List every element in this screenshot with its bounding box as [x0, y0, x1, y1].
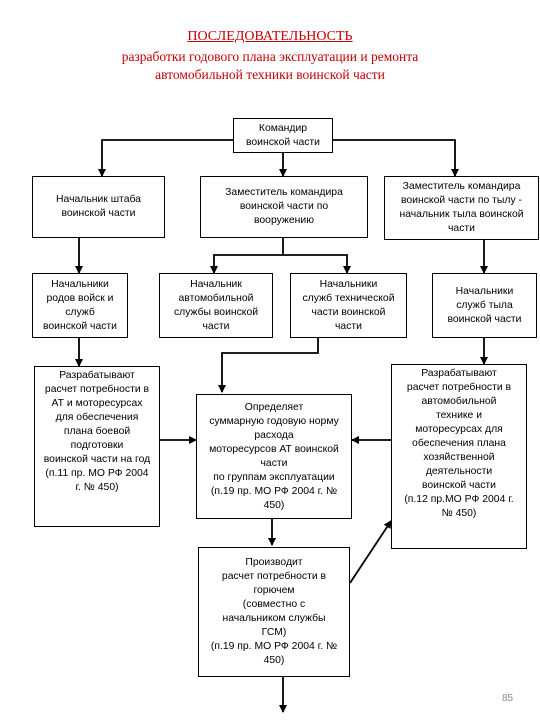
deputy-rear-label: Заместитель командира воинской части по …	[399, 181, 524, 234]
develop-right-label: Разрабатывают расчет потребности в автом…	[404, 368, 514, 519]
tech-service-chiefs-label: Начальники служб технической части воинс…	[302, 278, 395, 332]
box-commander: Командир воинской части	[233, 118, 333, 153]
box-develop-right: Разрабатывают расчет потребности в автом…	[391, 364, 527, 549]
develop-left-label: Разрабатывают расчет потребности в АТ и …	[43, 370, 151, 493]
box-develop-left: Разрабатывают расчет потребности в АТ и …	[34, 366, 160, 527]
title-line-1: ПОСЛЕДОВАТЕЛЬНОСТЬ	[187, 29, 353, 44]
arrow-tech-chiefs-determines	[218, 338, 319, 393]
branch-chiefs-label: Начальники родов войск и служб воинской …	[42, 278, 117, 332]
box-rear-service-chiefs: Начальники служб тыла воинской части	[432, 273, 537, 338]
arrow-deputy-armament-tech-chiefs	[283, 254, 351, 274]
box-determines: Определяет суммарную годовую норму расхо…	[196, 394, 352, 519]
box-tech-service-chiefs: Начальники служб технической части воинс…	[290, 273, 407, 338]
page-number: 85	[502, 693, 514, 704]
box-chief-of-staff: Начальник штаба воинской части	[32, 176, 165, 238]
fuel-calc-label: Производит расчет потребности в горючем …	[210, 557, 338, 666]
deputy-armament-label: Заместитель командира воинской части по …	[225, 187, 343, 226]
box-deputy-armament: Заместитель командира воинской части по …	[200, 176, 368, 238]
chief-of-staff-label: Начальник штаба воинской части	[56, 194, 141, 219]
rear-service-chiefs-label: Начальники служб тыла воинской части	[447, 285, 522, 325]
title-line-3: автомобильной техники воинской части	[155, 67, 385, 82]
arrow-fuel-calc-develop-right	[349, 520, 392, 584]
box-fuel-calc: Производит расчет потребности в горючем …	[198, 547, 350, 677]
commander-label: Командир воинской части	[245, 122, 320, 148]
arrow-commander-chief-of-staff	[98, 139, 233, 177]
determines-label: Определяет суммарную годовую норму расхо…	[209, 401, 339, 511]
arrow-commander-deputy-rear	[333, 139, 459, 177]
title-line-2: разработки годового плана эксплуатации и…	[121, 49, 419, 64]
box-deputy-rear: Заместитель командира воинской части по …	[384, 176, 539, 240]
box-branch-chiefs: Начальники родов войск и служб воинской …	[32, 273, 128, 338]
arrow-deputy-armament-auto-chief	[210, 238, 284, 274]
auto-service-chief-label: Начальник автомобильной службы воинской …	[173, 278, 259, 332]
box-auto-service-chief: Начальник автомобильной службы воинской …	[159, 273, 273, 338]
